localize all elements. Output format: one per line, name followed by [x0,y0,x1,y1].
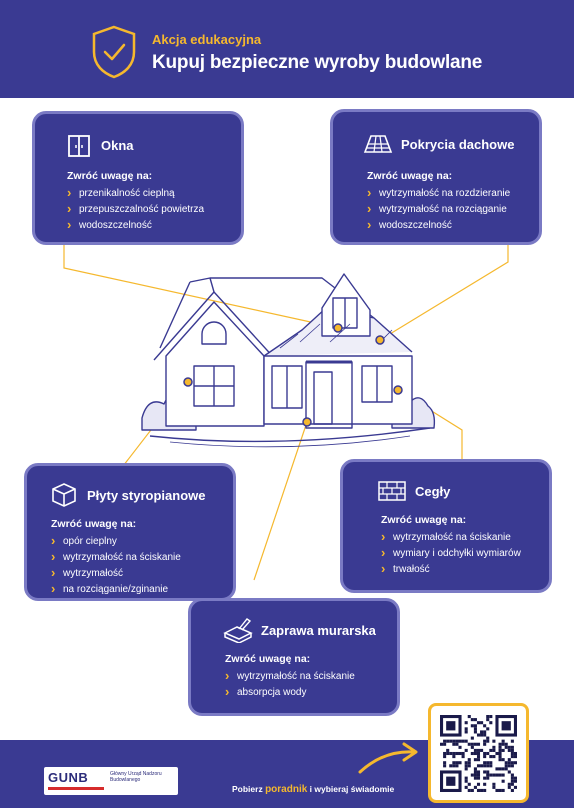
list-item: przepuszczalność powietrza [67,201,204,218]
card-pokrycia: Pokrycia dachowe Zwróć uwagę na: wytrzym… [330,109,542,245]
card-cegly-subtitle: Zwróć uwagę na: [381,514,467,526]
card-pokrycia-list: wytrzymałość na rozdzieranie wytrzymałoś… [367,185,510,234]
card-zaprawa-title: Zaprawa murarska [261,623,376,638]
list-item: wytrzymałość na rozciąganie [367,201,510,218]
card-plyty-list: opór cieplny wytrzymałość na ściskanie w… [51,533,181,598]
gunb-logo-text: GUNB [48,770,89,785]
card-plyty: Płyty styropianowe Zwróć uwagę na: opór … [24,463,236,601]
card-cegly-list: wytrzymałość na ściskanie wymiary i odch… [381,529,521,578]
card-okna-subtitle: Zwróć uwagę na: [67,170,153,182]
qr-code-icon[interactable] [440,715,517,792]
gunb-logo-bar [48,787,104,790]
trowel-icon [223,618,253,643]
list-item: wytrzymałość na rozdzieranie [367,185,510,202]
card-pokrycia-title: Pokrycia dachowe [401,137,515,152]
card-cegly-title: Cegły [415,484,451,499]
house-illustration [141,273,436,448]
list-item: wodoszczelność [67,217,204,234]
card-cegly: Cegły Zwróć uwagę na: wytrzymałość na śc… [340,459,552,593]
card-plyty-subtitle: Zwróć uwagę na: [51,518,137,530]
cta-highlight: poradnik [265,784,308,795]
list-item-continuation: na rozciąganie/zginanie [51,581,181,598]
gunb-logo-subtitle: Główny Urząd Nadzoru Budowlanego [110,771,162,783]
card-okna-list: przenikalność cieplną przepuszczalność p… [67,185,204,234]
bricks-icon [378,481,406,501]
cta-text-pre: Pobierz [232,784,266,794]
cta-text-post: i wybieraj świadomie [307,784,395,794]
cube-icon [52,483,76,507]
roof-tiles-icon [363,135,393,153]
card-pokrycia-subtitle: Zwróć uwagę na: [367,170,453,182]
list-item: absorpcja wody [225,684,355,701]
card-zaprawa-list: wytrzymałość na ściskanie absorpcja wody [225,668,355,701]
window-icon [68,135,90,157]
card-okna-title: Okna [101,138,134,153]
list-item: wytrzymałość na ściskanie [225,668,355,685]
list-item: opór cieplny [51,533,181,550]
download-guide-cta[interactable]: Pobierz poradnik i wybieraj świadomie [232,784,394,795]
card-zaprawa-subtitle: Zwróć uwagę na: [225,653,311,665]
list-item: wymiary i odchyłki wymiarów [381,545,521,562]
header-banner [0,0,574,98]
shield-check-icon [92,25,136,79]
list-item: wytrzymałość na ściskanie [51,549,181,566]
list-item: wytrzymałość [51,565,181,582]
list-item: wytrzymałość na ściskanie [381,529,521,546]
card-okna: Okna Zwróć uwagę na: przenikalność ciepl… [32,111,244,245]
gunb-logo[interactable] [44,767,178,795]
card-zaprawa: Zaprawa murarska Zwróć uwagę na: wytrzym… [188,598,400,716]
list-item: wodoszczelność [367,217,510,234]
header-kicker: Akcja edukacyjna [152,32,262,47]
list-item: przenikalność cieplną [67,185,204,202]
page-title: Kupuj bezpieczne wyroby budowlane [152,52,483,73]
list-item: trwałość [381,561,521,578]
arrow-right-icon [358,742,418,774]
card-plyty-title: Płyty styropianowe [87,488,206,503]
